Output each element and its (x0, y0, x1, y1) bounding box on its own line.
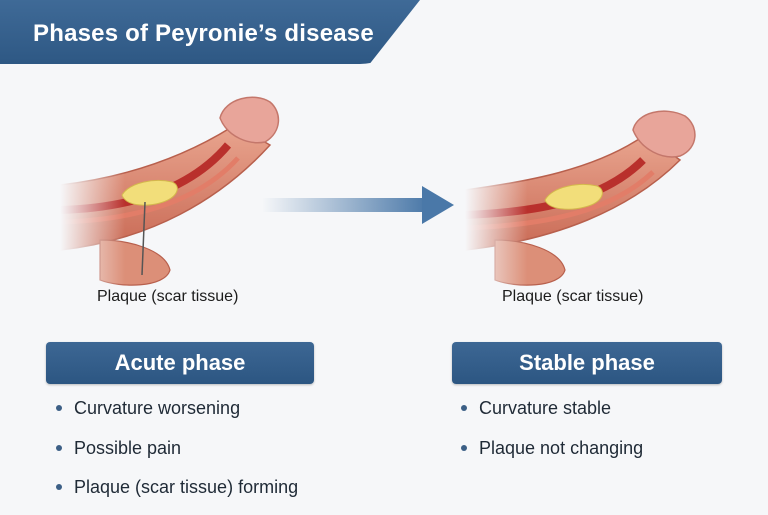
title-banner (0, 0, 420, 64)
list-item: Possible pain (56, 436, 298, 476)
list-item: Plaque not changing (461, 436, 643, 476)
stable-phase-list: Curvature stable Plaque not changing (461, 396, 643, 475)
bullet-icon (461, 405, 467, 411)
stable-phase-illustration (465, 90, 715, 290)
bullet-icon (56, 405, 62, 411)
plaque-caption-right: Plaque (scar tissue) (502, 288, 644, 305)
acute-phase-header: Acute phase (46, 342, 314, 384)
list-item: Plaque (scar tissue) forming (56, 475, 298, 515)
bullet-icon (56, 444, 62, 451)
acute-phase-illustration (60, 90, 320, 290)
acute-phase-list: Curvature worsening Possible pain Plaque… (56, 396, 298, 515)
bullet-icon (461, 444, 467, 451)
stable-phase-header: Stable phase (452, 342, 722, 384)
page-title: Phases of Peyronie’s disease (33, 20, 374, 47)
bullet-icon (56, 484, 62, 490)
progression-arrow (262, 186, 454, 224)
plaque-caption-left: Plaque (scar tissue) (97, 288, 239, 305)
list-item: Curvature worsening (56, 396, 298, 436)
list-item: Curvature stable (461, 396, 643, 436)
